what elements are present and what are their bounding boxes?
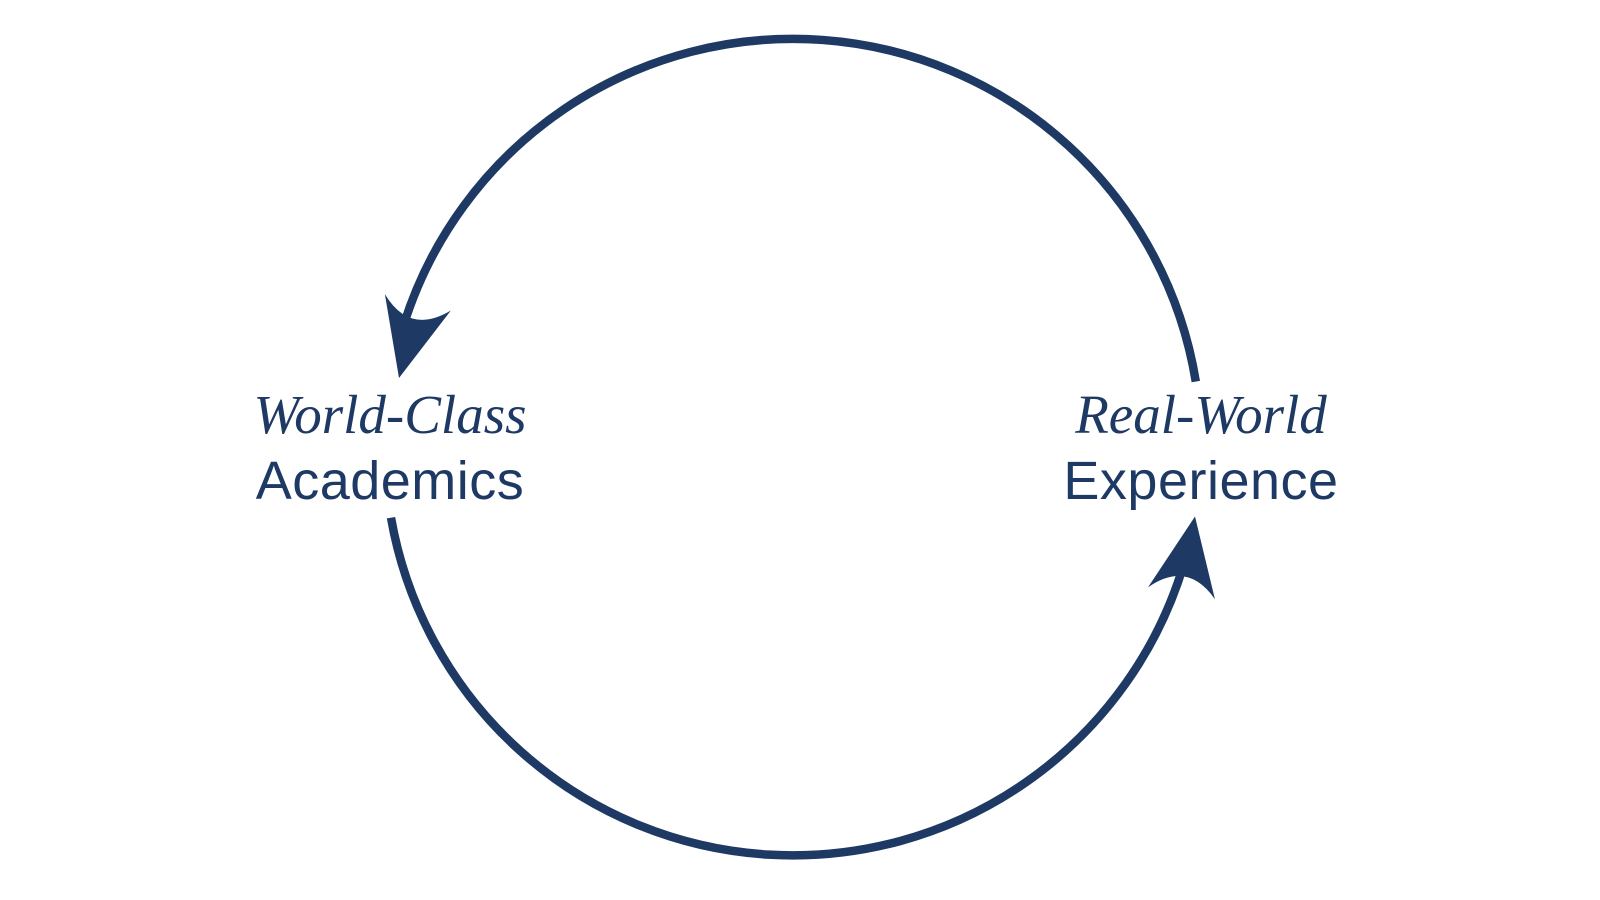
node-left-line2: Academics bbox=[255, 451, 525, 511]
node-right-line2: Experience bbox=[1063, 451, 1339, 511]
node-real-world-experience: Real-World Experience bbox=[1063, 382, 1338, 514]
node-left-line1: World-Class bbox=[253, 384, 527, 445]
arrowhead-to-academics-icon bbox=[384, 294, 451, 378]
cycle-arc-top bbox=[399, 34, 1200, 383]
node-right-line1: Real-World bbox=[1075, 384, 1327, 445]
node-world-class-academics: World-Class Academics bbox=[253, 382, 526, 514]
arrowhead-to-experience-icon bbox=[1147, 516, 1215, 600]
cycle-arc-bottom bbox=[386, 516, 1188, 860]
